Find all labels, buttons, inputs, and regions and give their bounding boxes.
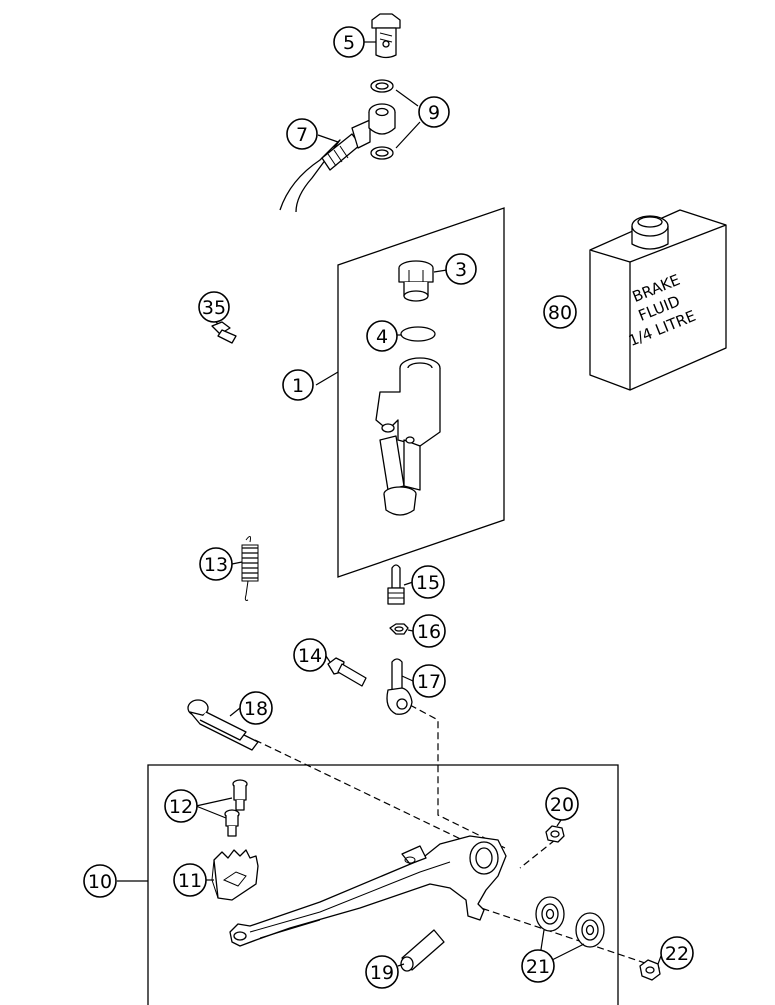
- return-spring-part: [241, 536, 259, 601]
- sealing-washers-part: [370, 79, 394, 160]
- bolt-14-part: [327, 657, 367, 687]
- callout-7: 7: [286, 118, 318, 150]
- svg-text:9: 9: [428, 102, 440, 124]
- clevis-part: [386, 658, 413, 715]
- brake-pedal-assembly-frame: [147, 764, 619, 1005]
- brake-fluid-bottle-part: BRAKE FLUID 1/4 LITRE: [589, 209, 727, 391]
- svg-text:18: 18: [244, 698, 268, 720]
- brake-pedal-part: [229, 835, 507, 947]
- callout-3: 3: [445, 253, 477, 285]
- callout-4: 4: [366, 320, 398, 352]
- reservoir-fitting-part: [398, 260, 434, 302]
- callout-14: 14: [293, 638, 327, 672]
- callout-15: 15: [411, 565, 445, 599]
- push-rod-part: [387, 564, 405, 605]
- callout-10: 10: [83, 864, 117, 898]
- banjo-bolt-part: [371, 13, 401, 59]
- callout-21: 21: [521, 949, 555, 983]
- bolts-12-part: [224, 779, 248, 837]
- svg-text:21: 21: [526, 956, 550, 978]
- svg-text:22: 22: [665, 943, 689, 965]
- svg-text:1: 1: [292, 375, 304, 397]
- svg-text:80: 80: [548, 302, 572, 324]
- svg-text:20: 20: [550, 794, 574, 816]
- svg-text:14: 14: [298, 645, 322, 667]
- callout-5: 5: [333, 26, 365, 58]
- callout-13: 13: [199, 547, 233, 581]
- svg-text:10: 10: [88, 871, 112, 893]
- callout-22: 22: [660, 936, 694, 970]
- nut-20-part: [545, 825, 565, 843]
- callout-17: 17: [412, 664, 446, 698]
- svg-text:35: 35: [202, 297, 226, 319]
- callout-1: 1: [282, 369, 314, 401]
- assembly-line-pivot: [471, 904, 661, 969]
- svg-text:19: 19: [370, 962, 394, 984]
- assembly-line-clevis: [409, 704, 506, 849]
- brake-hose-part: [279, 103, 396, 213]
- sleeve-part: [400, 929, 445, 972]
- svg-text:16: 16: [417, 621, 441, 643]
- o-ring-part: [400, 326, 436, 342]
- svg-text:11: 11: [178, 870, 202, 892]
- callout-19: 19: [365, 955, 399, 989]
- pedal-tip-part: [211, 849, 259, 901]
- screw-35-part: [211, 321, 237, 344]
- svg-text:5: 5: [343, 32, 355, 54]
- callout-35: 35: [198, 291, 230, 323]
- master-cylinder-assembly-frame: [337, 207, 505, 578]
- svg-text:15: 15: [416, 572, 440, 594]
- svg-text:3: 3: [455, 259, 467, 281]
- assembly-line-nut: [519, 839, 556, 869]
- callout-16: 16: [412, 614, 446, 648]
- callout-12: 12: [164, 789, 198, 823]
- svg-text:7: 7: [296, 124, 308, 146]
- svg-text:17: 17: [417, 671, 441, 693]
- svg-text:13: 13: [204, 554, 228, 576]
- master-cylinder-part: [375, 357, 441, 516]
- pivot-bolt-part: [187, 699, 259, 751]
- nut-22-part: [639, 959, 661, 981]
- bearings-part: [535, 896, 605, 948]
- callout-80: 80: [543, 295, 577, 329]
- callout-11: 11: [173, 863, 207, 897]
- svg-text:12: 12: [169, 796, 193, 818]
- svg-text:4: 4: [376, 326, 388, 348]
- callout-20: 20: [545, 787, 579, 821]
- nut-16-part: [389, 623, 409, 635]
- callout-18: 18: [239, 691, 273, 725]
- callout-9: 9: [418, 96, 450, 128]
- leader-lines: [117, 41, 662, 967]
